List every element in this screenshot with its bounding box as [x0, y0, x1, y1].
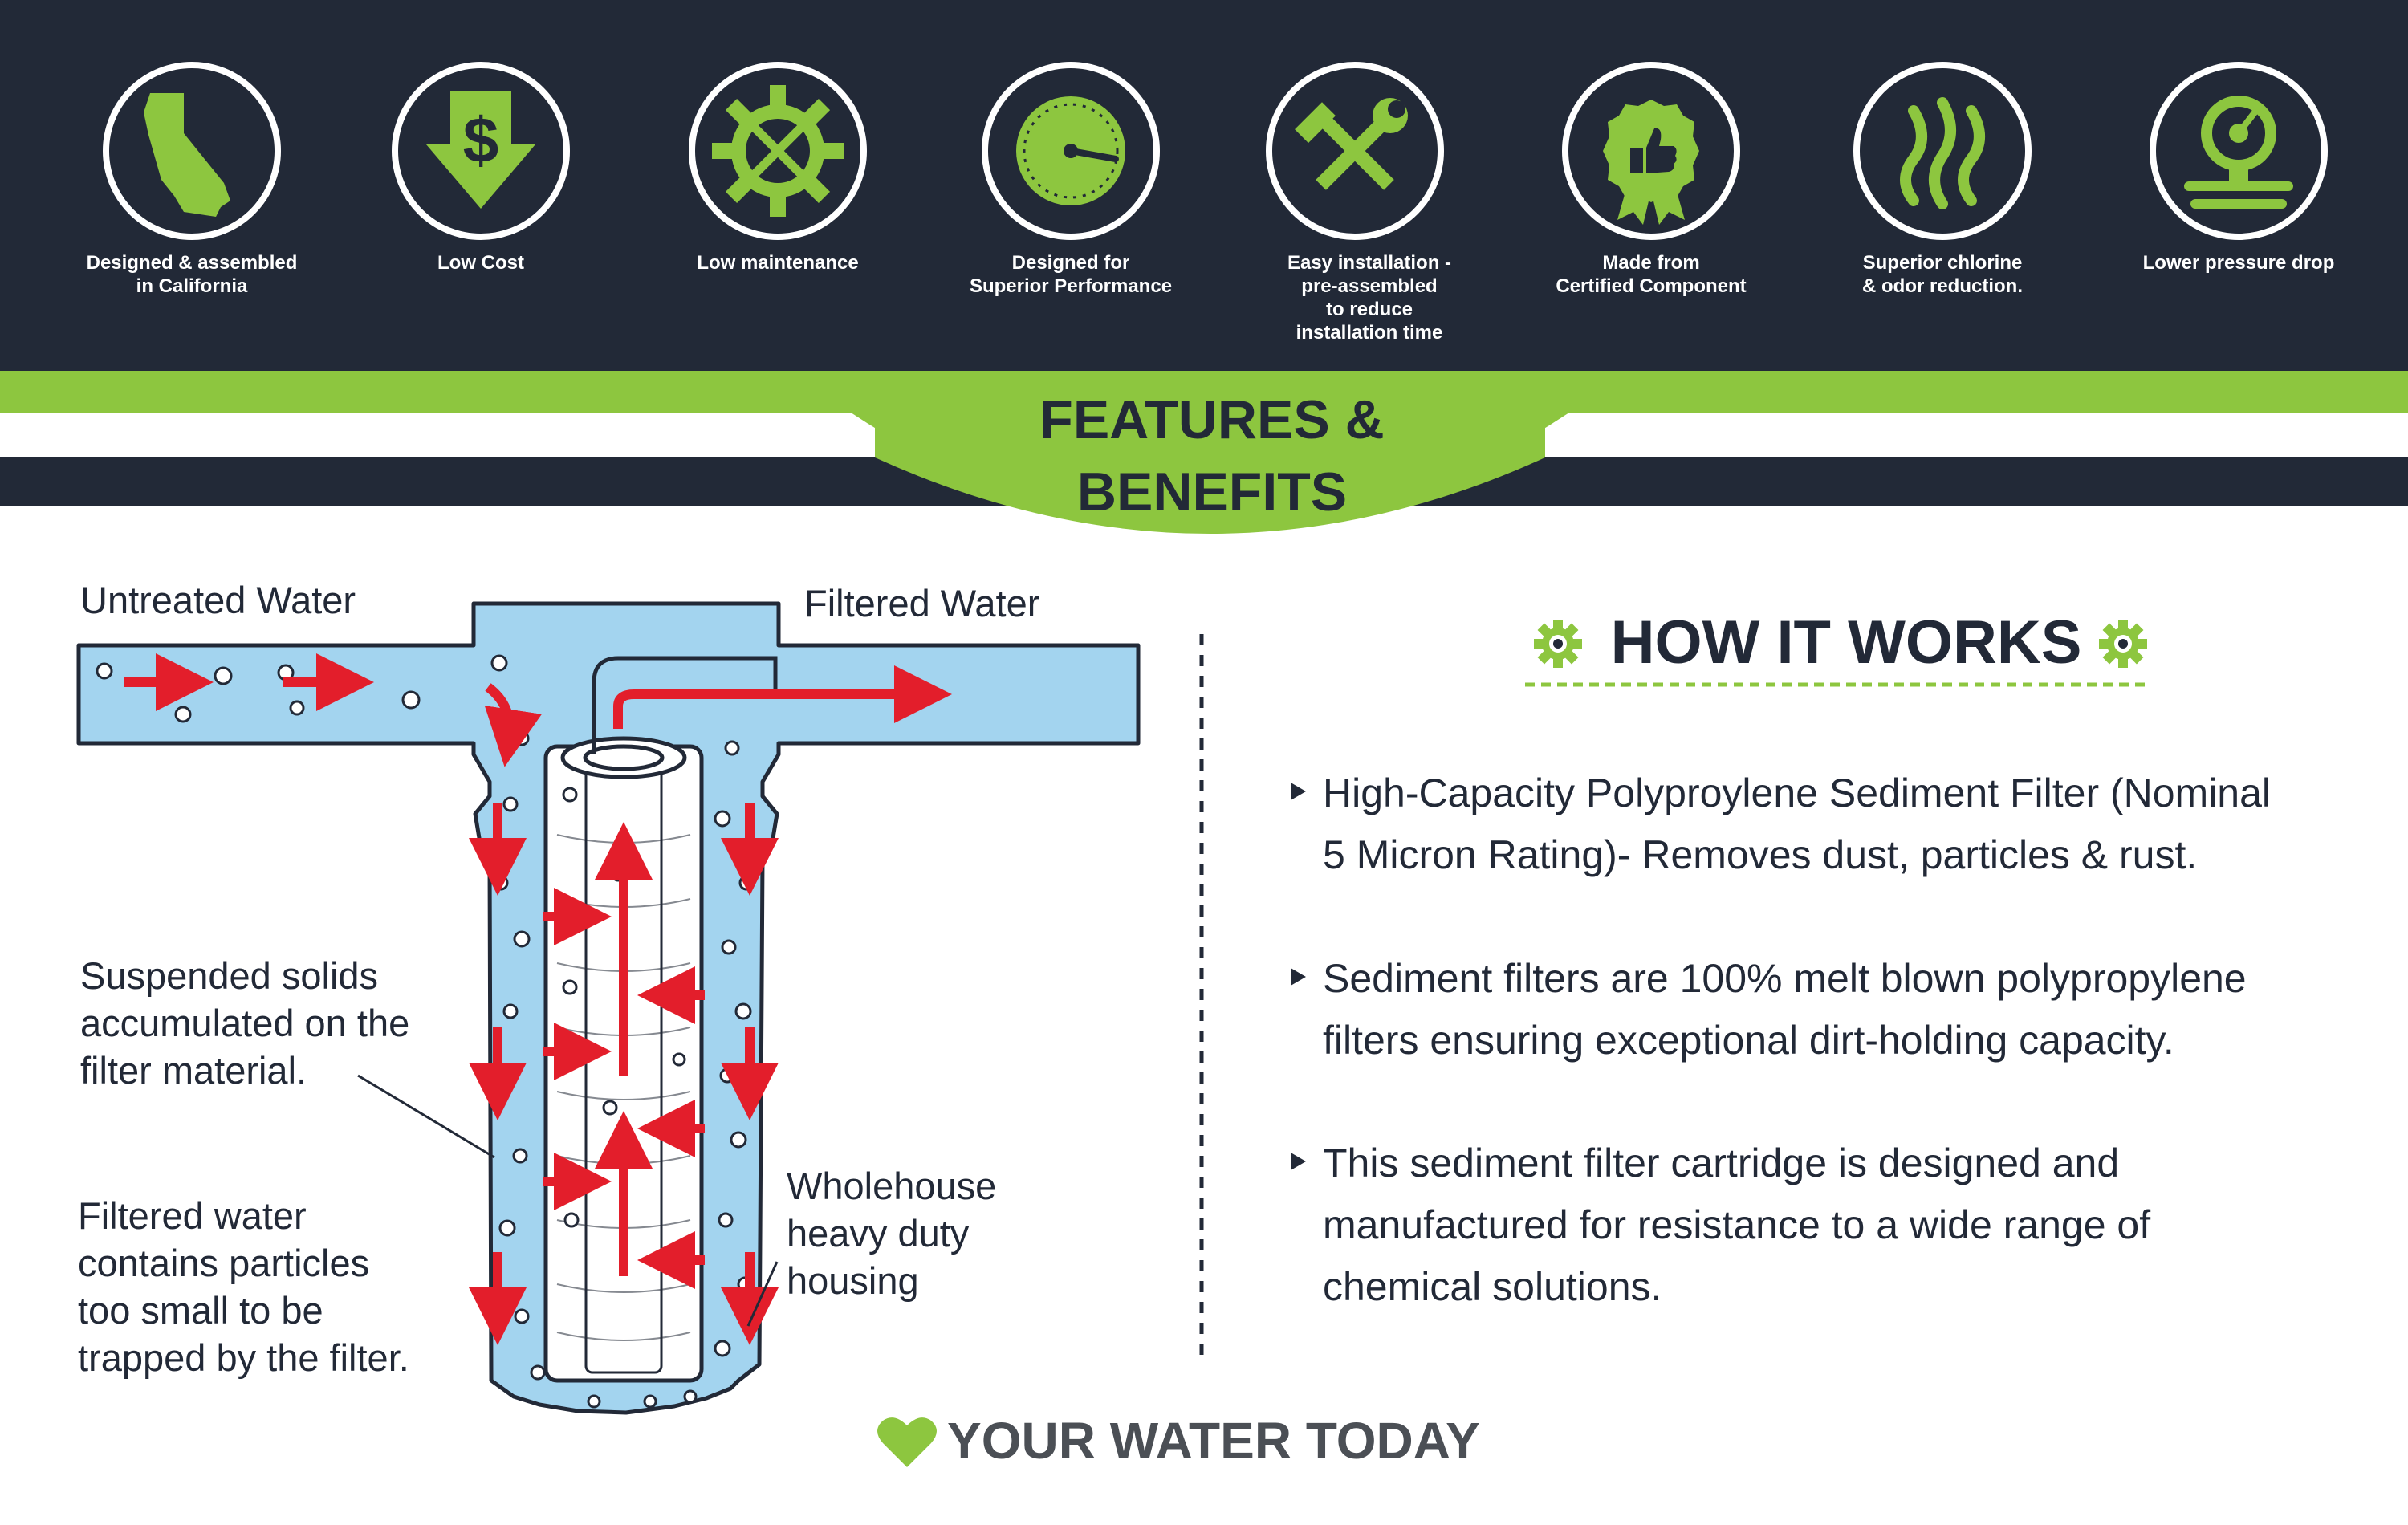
untreated-water-label: Untreated Water — [80, 576, 356, 624]
bullet-line: 5 Micron Rating)- Removes dust, particle… — [1323, 832, 2198, 877]
heart-icon — [877, 1417, 937, 1467]
bullet-line: chemical solutions. — [1323, 1264, 1662, 1309]
feature-label-line: Superior chlorine — [1862, 252, 2023, 274]
pressure-gauge-icon — [2153, 65, 2325, 237]
banner-arc-fill — [875, 413, 1545, 534]
dollar-down-arrow-icon: $ — [395, 65, 567, 237]
callout-line: trapped by the filter. — [78, 1336, 409, 1379]
thumbs-up-badge-icon — [1565, 65, 1737, 237]
feature-label-line: Easy installation - — [1287, 252, 1452, 274]
cartridge-top — [560, 736, 687, 779]
bullet-line: Sediment filters are 100% melt blown pol… — [1323, 956, 2247, 1001]
odor-waves-icon — [1857, 65, 2028, 237]
feature-label-line: & odor reduction. — [1862, 275, 2023, 297]
hammer-wrench-icon — [1269, 65, 1441, 237]
green-stripe — [0, 371, 2408, 413]
filtered-water-text: Filtered Water — [804, 582, 1040, 624]
callout-line: too small to be — [78, 1289, 323, 1332]
feature-label-line: Low maintenance — [697, 252, 859, 274]
feature-label-pressure-drop: Lower pressure drop — [2094, 251, 2383, 274]
bullet-chemical-resistance: This sediment filter cartridge is design… — [1291, 1133, 2390, 1325]
banner-title-line: FEATURES & — [1039, 389, 1385, 450]
suspended-solids-label: Suspended solids accumulated on the filt… — [80, 952, 409, 1094]
filtered-particles-label: Filtered water contains particles too sm… — [78, 1192, 409, 1381]
feature-label-line: to reduce — [1325, 299, 1413, 320]
feature-label-line: Designed for — [1011, 252, 1130, 274]
untreated-water-text: Untreated Water — [80, 579, 356, 621]
bullet-line: This sediment filter cartridge is design… — [1323, 1141, 2120, 1185]
feature-label-low-cost: Low Cost — [336, 251, 625, 274]
callout-line: Wholehouse — [787, 1165, 997, 1207]
feature-label-line: in California — [136, 275, 248, 297]
bullet-line: manufactured for resistance to a wide ra… — [1323, 1202, 2151, 1247]
solids-leader-line — [357, 1074, 495, 1159]
brand-name: YOUR WATER TODAY — [947, 1412, 1480, 1470]
bullet-triangle-icon — [1291, 783, 1306, 800]
gear-icon-left — [1534, 620, 1582, 668]
bullet-melt-blown: Sediment filters are 100% melt blown pol… — [1291, 948, 2390, 1076]
feature-label-certified: Made from Certified Component — [1507, 251, 1796, 298]
callout-line: housing — [787, 1259, 919, 1302]
callout-line: accumulated on the — [80, 1002, 410, 1044]
feature-label-line: Low Cost — [437, 252, 524, 274]
svg-text:$: $ — [463, 104, 499, 176]
banner-title-line: BENEFITS — [1076, 462, 1348, 523]
filtered-water-label: Filtered Water — [804, 580, 1039, 627]
feature-label-easy-installation: Easy installation - pre-assembled to red… — [1225, 251, 1514, 344]
bullet-triangle-icon — [1291, 1153, 1306, 1170]
flow-arrows — [124, 653, 952, 1345]
bullet-text: This sediment filter cartridge is design… — [1323, 1133, 2390, 1318]
feature-label-line: installation time — [1296, 322, 1443, 344]
feature-label-line: Certified Component — [1556, 275, 1747, 297]
housing-label: Wholehouse heavy duty housing — [787, 1162, 996, 1304]
outlet-channel — [592, 656, 778, 754]
how-it-works-title: HOW IT WORKS — [1610, 608, 2082, 677]
gear-icon-right — [2099, 620, 2147, 668]
bullet-text: Sediment filters are 100% melt blown pol… — [1323, 948, 2390, 1072]
california-map-icon — [106, 65, 278, 237]
speedometer-icon — [985, 65, 1157, 237]
housing-leader-line — [746, 1261, 779, 1327]
feature-icons-row: $ — [0, 48, 2408, 289]
callout-line: Suspended solids — [80, 954, 379, 997]
feature-label-chlorine: Superior chlorine & odor reduction. — [1798, 251, 2087, 298]
bullet-line: High-Capacity Polyproylene Sediment Filt… — [1323, 771, 2272, 815]
feature-label-line: pre-assembled — [1301, 275, 1438, 297]
background-layer — [0, 0, 2408, 1364]
callout-line: contains particles — [78, 1242, 370, 1284]
callout-line: heavy duty — [787, 1212, 970, 1255]
feature-label-california: Designed & assembled in California — [47, 251, 336, 298]
feature-label-line: Designed & assembled — [86, 252, 298, 274]
features-benefits-title: FEATURES & BENEFITS — [939, 384, 1485, 528]
bullet-text: High-Capacity Polyproylene Sediment Filt… — [1323, 762, 2390, 886]
bullet-sediment-filter: High-Capacity Polyproylene Sediment Filt… — [1291, 762, 2390, 891]
infographic: $ — [0, 0, 2408, 1470]
gear-tools-icon — [692, 65, 864, 237]
bullet-line: filters ensuring exceptional dirt-holdin… — [1323, 1018, 2174, 1063]
callout-line: filter material. — [80, 1049, 307, 1092]
feature-label-line: Lower pressure drop — [2142, 252, 2335, 274]
callout-line: Filtered water — [78, 1194, 307, 1237]
feature-label-line: Superior Performance — [969, 275, 1173, 297]
filter-diagram — [76, 601, 1141, 1415]
feature-label-line: Made from — [1602, 252, 1700, 274]
feature-label-low-maintenance: Low maintenance — [633, 251, 922, 274]
bullet-triangle-icon — [1291, 968, 1306, 986]
feature-label-performance: Designed for Superior Performance — [926, 251, 1215, 298]
